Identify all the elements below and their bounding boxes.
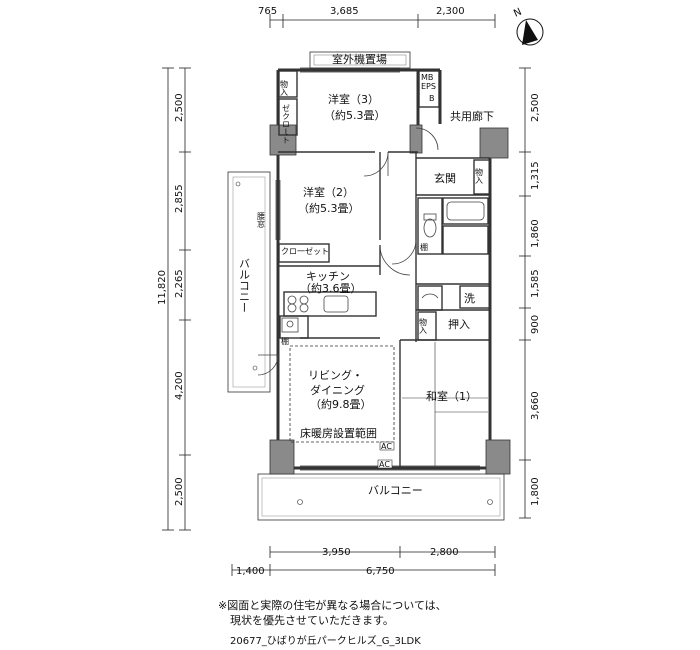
dim-bottom-inner-1: 3,950	[322, 547, 351, 558]
tana-label-kitchen: 棚	[281, 336, 289, 346]
dim-left-5: 2,500	[174, 477, 185, 506]
ac-label-1: AC	[381, 442, 392, 451]
storage-label-bedroom3: 物入	[280, 79, 289, 96]
japanese-room-name: 和室（1）	[426, 389, 477, 403]
tana-label: 棚	[420, 242, 428, 252]
doors	[257, 127, 439, 376]
dim-right-5: 900	[530, 315, 541, 334]
living-name-2: ダイニング	[310, 383, 365, 397]
storage-label-wash: 物入	[419, 317, 428, 334]
kitchen-size: （約3.6畳）	[300, 281, 362, 295]
ac-box-1	[379, 441, 395, 451]
dim-left-4: 4,200	[174, 371, 185, 400]
dim-right-1: 2,500	[530, 93, 541, 122]
closet-label-bedroom2: クロ一ゼット	[281, 246, 329, 256]
dim-right-6: 3,660	[530, 391, 541, 420]
mb-label: MB	[421, 73, 433, 82]
dim-left-total: 11,820	[157, 270, 168, 305]
dim-top-3: 2,300	[436, 6, 465, 17]
corridor-label: 共用廊下	[450, 109, 494, 123]
left-balcony	[227, 171, 271, 393]
dim-right-4: 1,585	[530, 269, 541, 298]
eps-label: EPS	[421, 82, 436, 91]
floor-heating-label: 床暖房設置範囲	[300, 426, 377, 440]
windows	[275, 67, 480, 471]
outdoor-unit-area	[309, 51, 411, 69]
ac-box-2	[377, 459, 393, 469]
dim-bottom-outer-1: 1,400	[236, 566, 265, 577]
compass-icon: N	[512, 7, 544, 46]
left-balcony-label: バルコニー	[238, 258, 251, 313]
bottom-balcony	[257, 473, 505, 521]
dim-bottom-inner-2: 2,800	[430, 547, 459, 558]
footer-note-line2: 現状を優先させていただきます。	[230, 614, 394, 627]
compass-label: N	[512, 7, 523, 20]
dim-left-1: 2,500	[174, 93, 185, 122]
bottom-balcony-label: バルコニー	[368, 484, 423, 497]
bedroom2-size: （約5.3畳）	[298, 201, 360, 215]
dimension-lines	[162, 14, 531, 576]
footer-note-line1: ※図面と実際の住宅が異なる場合については、	[218, 599, 447, 612]
closet-label-bedroom3: ゼクロｌト	[282, 104, 291, 144]
dim-left-3: 2,265	[174, 269, 185, 298]
outdoor-unit-label: 室外機置場	[332, 52, 387, 66]
ac-label-2: AC	[379, 460, 390, 469]
entrance-label: 玄関	[434, 171, 456, 185]
dim-top-2: 3,685	[330, 6, 359, 17]
bedroom3-size: （約5.3畳）	[324, 108, 386, 122]
b-label: B	[429, 94, 435, 103]
wash-label: 洗	[464, 292, 475, 305]
floor-heating-area	[289, 345, 395, 443]
living-size: （約9.8畳）	[310, 397, 372, 411]
dim-bottom-outer-2: 6,750	[366, 566, 395, 577]
kitchen-name: キッチン	[306, 270, 350, 283]
dim-top-1: 765	[258, 6, 277, 17]
oshiire-label: 押入	[448, 317, 470, 331]
columns	[269, 124, 511, 475]
interior-walls	[278, 70, 491, 468]
koshimado-label: 腰窓	[257, 212, 266, 228]
dim-right-7: 1,800	[530, 477, 541, 506]
dim-right-2: 1,315	[530, 161, 541, 190]
bedroom3-name: 洋室（3）	[328, 92, 379, 106]
dim-left-2: 2,855	[174, 184, 185, 213]
storage-label-entrance: 物入	[475, 167, 484, 184]
footer-code: 20677_ひばりが丘パークヒルズ_G_3LDK	[230, 636, 421, 647]
fixtures	[281, 201, 485, 333]
bedroom2-name: 洋室（2）	[303, 185, 354, 199]
living-name-1: リビング・	[308, 368, 363, 382]
dim-right-3: 1,860	[530, 219, 541, 248]
